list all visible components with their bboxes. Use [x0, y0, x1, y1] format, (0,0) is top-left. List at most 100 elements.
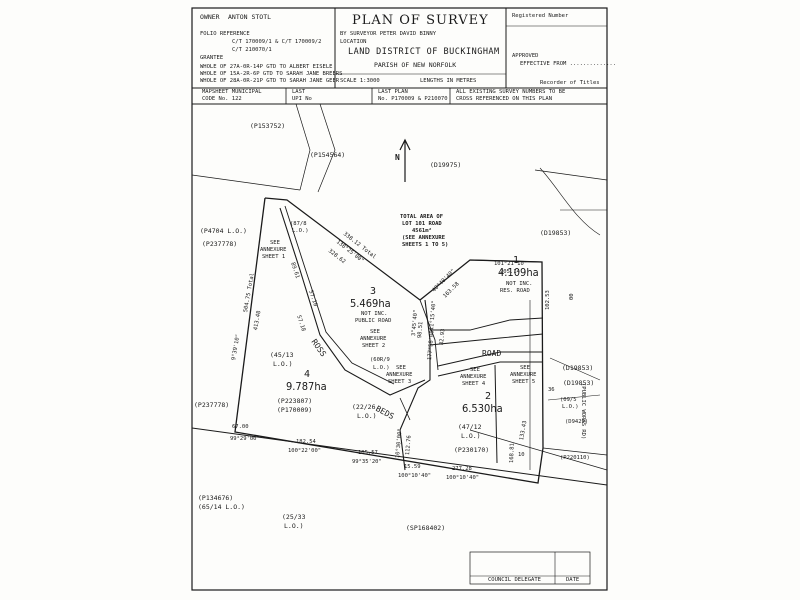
annexure-4-b: ANNEXURE — [460, 374, 487, 380]
dim-99-35: 99°35'20" — [352, 459, 382, 465]
dim-105-57: 105.57 — [358, 450, 378, 456]
ref-p154564: (P154564) — [310, 151, 346, 159]
total-area-5: SHEETS 1 TO 5) — [402, 242, 449, 248]
road-label-road: ROAD — [482, 349, 502, 358]
ref-09-5-lo: L.O.) — [562, 404, 579, 410]
ref-22-26-lo: L.O.) — [357, 412, 377, 420]
grantee-line-3: WHOLE OF 28A-0R-21P GTD TO SARAH JANE GE… — [200, 78, 340, 84]
date-label: DATE — [566, 577, 580, 583]
lot-2-number: 2 — [485, 391, 492, 402]
road-label-public-works: (PUBLIC WORKS RD) — [580, 383, 586, 440]
recorder-of-titles: Recorder of Titles — [540, 80, 600, 86]
ref-p153752: (P153752) — [250, 122, 286, 130]
dim-101-21: 101°21'10" — [494, 261, 528, 267]
dim-36: 36 — [548, 387, 555, 393]
mapsheet-value: CODE No. 122 — [202, 96, 242, 102]
total-area-1: TOTAL AREA OF — [400, 214, 444, 220]
plan-title: PLAN OF SURVEY — [352, 13, 489, 28]
ref-p220110: (P220110) — [560, 455, 590, 461]
folio-value-1: C/T 170009/1 & C/T 170009/2 — [232, 39, 322, 45]
parish: PARISH OF NEW NORFOLK — [374, 61, 457, 69]
grantee-line-1: WHOLE OF 27A-0R-14P GTD TO ALBERT EISELE — [200, 64, 333, 70]
ref-d19975: (D19975) — [430, 161, 462, 169]
folio-label: FOLIO REFERENCE — [200, 31, 250, 37]
ref-60r-9-lo: L.O.) — [373, 365, 390, 371]
dim-100-10-b: 100°10'40" — [446, 475, 480, 481]
dim-100-22: 100°22'00" — [288, 448, 322, 454]
grantee-label: GRANTEE — [200, 55, 224, 61]
annexure-3-b: ANNEXURE — [386, 372, 413, 378]
ref-d9429: (D9429) — [565, 419, 589, 425]
cross-reference-1: ALL EXISTING SURVEY NUMBERS TO BE — [456, 89, 566, 95]
ref-p237778-a: (P237778) — [202, 240, 238, 248]
last-upi-value: UPI No — [292, 96, 312, 102]
lot-3-number: 3 — [370, 286, 377, 297]
lot-2-area: 6.530ha — [462, 402, 503, 415]
dim-100-10-a: 100°10'40" — [398, 473, 432, 479]
total-area-2: LOT 101 ROAD — [402, 221, 442, 227]
approved-label: APPROVED — [512, 53, 539, 59]
surveyor-line: BY SURVEYOR PETER DAVID BINNY — [340, 31, 437, 37]
annexure-5-a: SEE — [520, 365, 530, 371]
effective-from: EFFECTIVE FROM .............. — [520, 61, 617, 67]
ref-22-26: (22/26 — [352, 403, 376, 411]
annexure-3-a: SEE — [396, 365, 406, 371]
dim-277-28: 277.28 — [452, 466, 472, 472]
dim-102-53: 102.53 — [545, 290, 551, 310]
lot-4-area: 9.787ha — [286, 380, 327, 393]
annexure-5-b: ANNEXURE — [510, 372, 537, 378]
last-plan-value: No. P170009 & P210070 — [378, 96, 448, 102]
annexure-4-a: SEE — [470, 367, 480, 373]
lot-4-number: 4 — [304, 369, 311, 380]
dim-10: 10 — [518, 452, 525, 458]
dim-00: 00 — [569, 293, 575, 300]
annexure-4-c: SHEET 4 — [462, 381, 486, 387]
total-area-3: 4561m² — [412, 228, 432, 234]
annexure-2-c: SHEET 2 — [362, 343, 386, 349]
annexure-3-c: SHEET 3 — [388, 379, 412, 385]
annexure-5-c: SHEET 5 — [512, 379, 536, 385]
ref-p170009: (P170009) — [277, 406, 313, 414]
last-plan-label: LAST PLAN — [378, 89, 408, 95]
annexure-2-a: SEE — [370, 329, 380, 335]
scale: SCALE 1:3000 — [340, 78, 380, 84]
sheet-border — [191, 7, 608, 591]
ref-87-8-lo: L.O.) — [292, 228, 309, 234]
grantee-line-2: WHOLE OF 15A-2R-6P GTD TO SARAH JANE BRE… — [200, 71, 343, 77]
ref-25-33-lo: L.O.) — [284, 522, 304, 530]
council-delegate-label: COUNCIL DELEGATE — [488, 577, 541, 583]
dim-205-14: 205.14 — [500, 269, 520, 275]
lot-3-note-1: NOT INC. — [361, 311, 388, 317]
last-upi-label: LAST — [292, 89, 306, 95]
folio-value-2: C/T 210070/1 — [232, 47, 272, 53]
ref-65-14: (65/14 L.O.) — [198, 503, 245, 511]
ref-sp168402: (SP168402) — [406, 524, 446, 532]
ref-60r-9: (60R/9 — [370, 357, 390, 363]
ref-p4704: (P4704 L.O.) — [200, 227, 247, 235]
lot-3-note-2: PUBLIC ROAD — [355, 318, 392, 324]
owner-value: ANTON STOTL — [228, 13, 272, 21]
dim-99-29: 99°29'00" — [230, 436, 260, 442]
mapsheet-label: MAPSHEET MUNICIPAL — [202, 89, 262, 95]
ref-87-8: (87/8 — [290, 221, 307, 227]
ref-25-33: (25/33 — [282, 513, 306, 521]
dim-15-59: 15.59 — [404, 464, 421, 470]
ref-p237778-b: (P237778) — [194, 401, 230, 409]
lot-3-area: 5.469ha — [350, 297, 391, 310]
annexure-1-a: SEE — [270, 240, 280, 246]
registered-number-label: Registered Number — [512, 13, 569, 19]
ref-47-12: (47/12 — [458, 423, 482, 431]
ref-47-12-lo: L.O.) — [461, 432, 481, 440]
annexure-1-b: ANNEXURE — [260, 247, 287, 253]
dim-67-00: 67.00 — [232, 424, 249, 430]
annexure-1-c: SHEET 1 — [262, 254, 286, 260]
ref-d19853-c: (D19853) — [563, 379, 595, 387]
land-district: LAND DISTRICT OF BUCKINGHAM — [348, 47, 500, 57]
lot-1-number: 1 — [513, 255, 520, 266]
lengths-unit: LENGTHS IN METRES — [420, 78, 477, 84]
owner-label: OWNER — [200, 13, 220, 21]
ref-09-5: (09/5 — [560, 397, 577, 403]
annexure-2-b: ANNEXURE — [360, 336, 387, 342]
ref-45-13: (45/13 — [270, 351, 294, 359]
